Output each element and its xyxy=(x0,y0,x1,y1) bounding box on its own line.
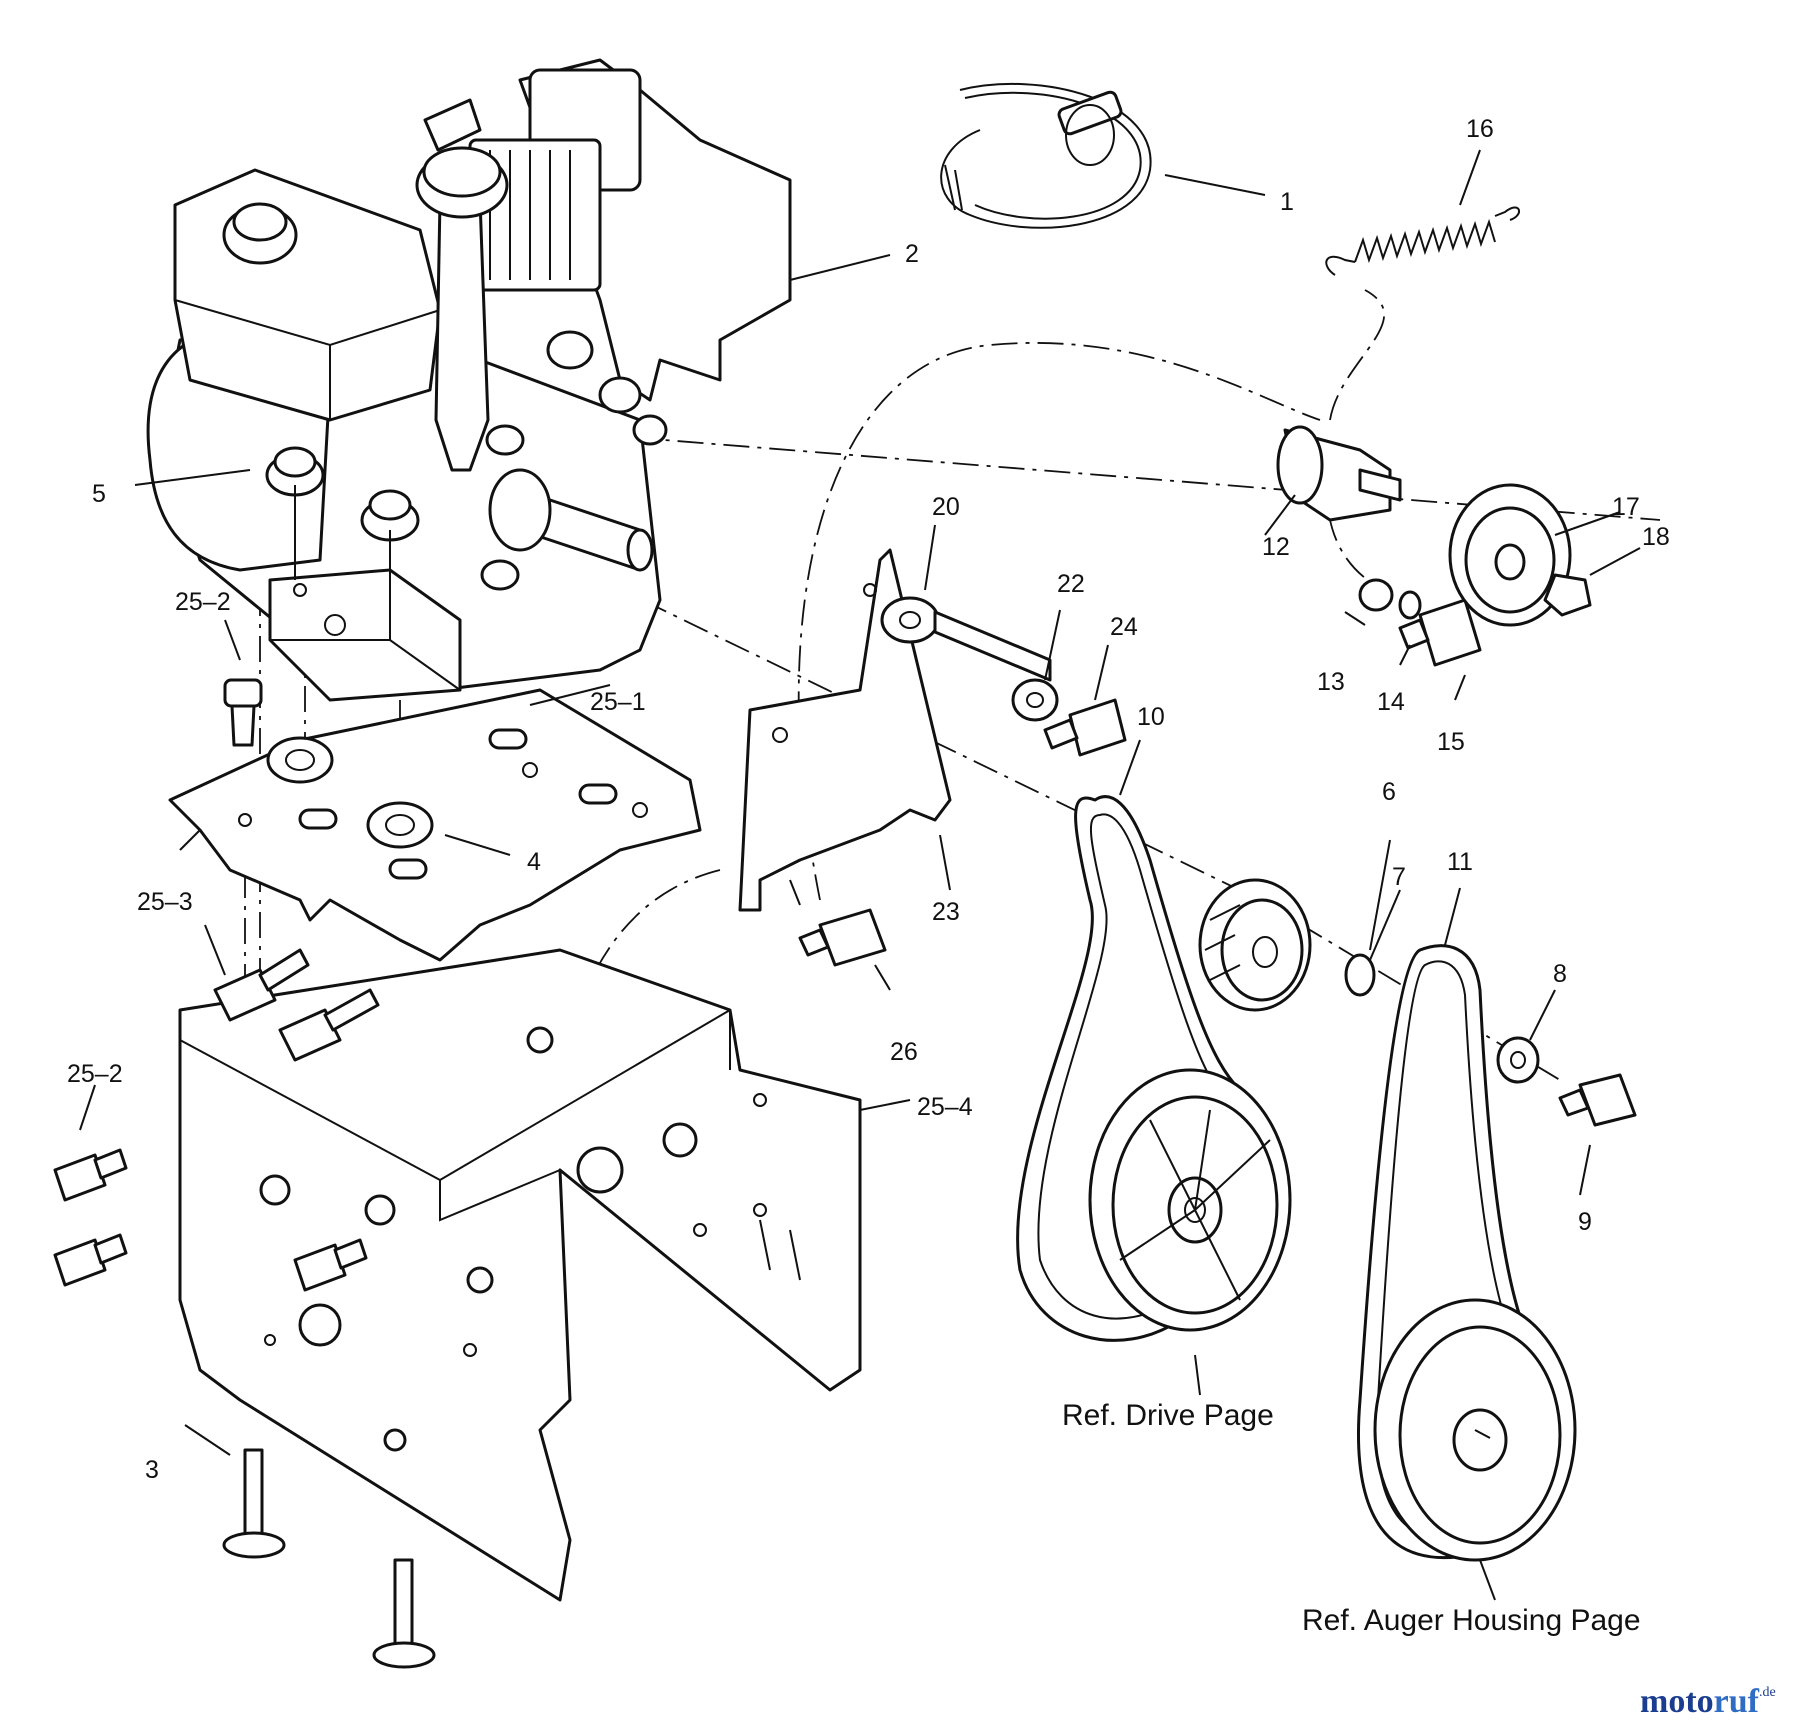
callout-labels: 1 2 3 4 5 6 7 8 9 10 11 12 13 14 15 16 1… xyxy=(67,115,1670,1484)
drive-belt-and-pulley xyxy=(1016,795,1292,1342)
ref-drive-page: Ref. Drive Page xyxy=(1062,1399,1274,1432)
callout-20: 20 xyxy=(932,493,960,521)
mounting-plate xyxy=(168,688,702,962)
watermark-logo: motoruf.de xyxy=(1640,1683,1776,1720)
callout-24: 24 xyxy=(1110,613,1138,641)
callout-22: 22 xyxy=(1057,570,1085,598)
auger-belt-and-pulley xyxy=(1357,944,1577,1562)
callout-16: 16 xyxy=(1466,115,1494,143)
ref-auger-housing-page: Ref. Auger Housing Page xyxy=(1302,1604,1641,1637)
callout-25-4: 25–4 xyxy=(917,1093,973,1121)
callout-26: 26 xyxy=(890,1038,918,1066)
callout-14: 14 xyxy=(1377,688,1405,716)
watermark-part-a: moto xyxy=(1640,1683,1714,1720)
callout-2: 2 xyxy=(905,240,919,268)
svg-text:motoruf.de: motoruf.de xyxy=(1640,1683,1776,1720)
extension-cord xyxy=(940,83,1152,229)
engine xyxy=(146,58,792,702)
watermark-part-b: ruf xyxy=(1714,1683,1760,1720)
callout-25-3: 25–3 xyxy=(137,888,193,916)
callout-5: 5 xyxy=(92,480,106,508)
callout-18: 18 xyxy=(1642,523,1670,551)
callout-4: 4 xyxy=(527,848,541,876)
callout-9: 9 xyxy=(1578,1208,1592,1236)
frame-chassis xyxy=(178,948,862,1602)
idler-arm xyxy=(880,596,1052,682)
callout-6: 6 xyxy=(1382,778,1396,806)
bolts xyxy=(53,598,1637,1669)
callout-10: 10 xyxy=(1137,703,1165,731)
watermark-suffix: .de xyxy=(1759,1685,1776,1700)
callout-13: 13 xyxy=(1317,668,1345,696)
callout-23: 23 xyxy=(932,898,960,926)
callout-11: 11 xyxy=(1447,848,1473,876)
callout-7: 7 xyxy=(1392,863,1406,891)
leader-lines xyxy=(79,149,1641,1601)
idler-spring xyxy=(1325,206,1520,276)
engine-pulley xyxy=(1198,878,1376,1012)
reference-labels: Ref. Drive Page Ref. Auger Housing Page xyxy=(1062,1399,1641,1637)
callout-3: 3 xyxy=(145,1456,159,1484)
callout-15: 15 xyxy=(1437,728,1465,756)
callout-25-1: 25–1 xyxy=(590,688,646,716)
idler-pulley-assembly xyxy=(1276,425,1592,627)
callout-12: 12 xyxy=(1262,533,1290,561)
callout-17: 17 xyxy=(1612,493,1640,521)
callout-8: 8 xyxy=(1553,960,1567,988)
callout-25-2-top: 25–2 xyxy=(175,588,231,616)
callout-25-2-left: 25–2 xyxy=(67,1060,123,1088)
callout-1: 1 xyxy=(1280,188,1294,216)
